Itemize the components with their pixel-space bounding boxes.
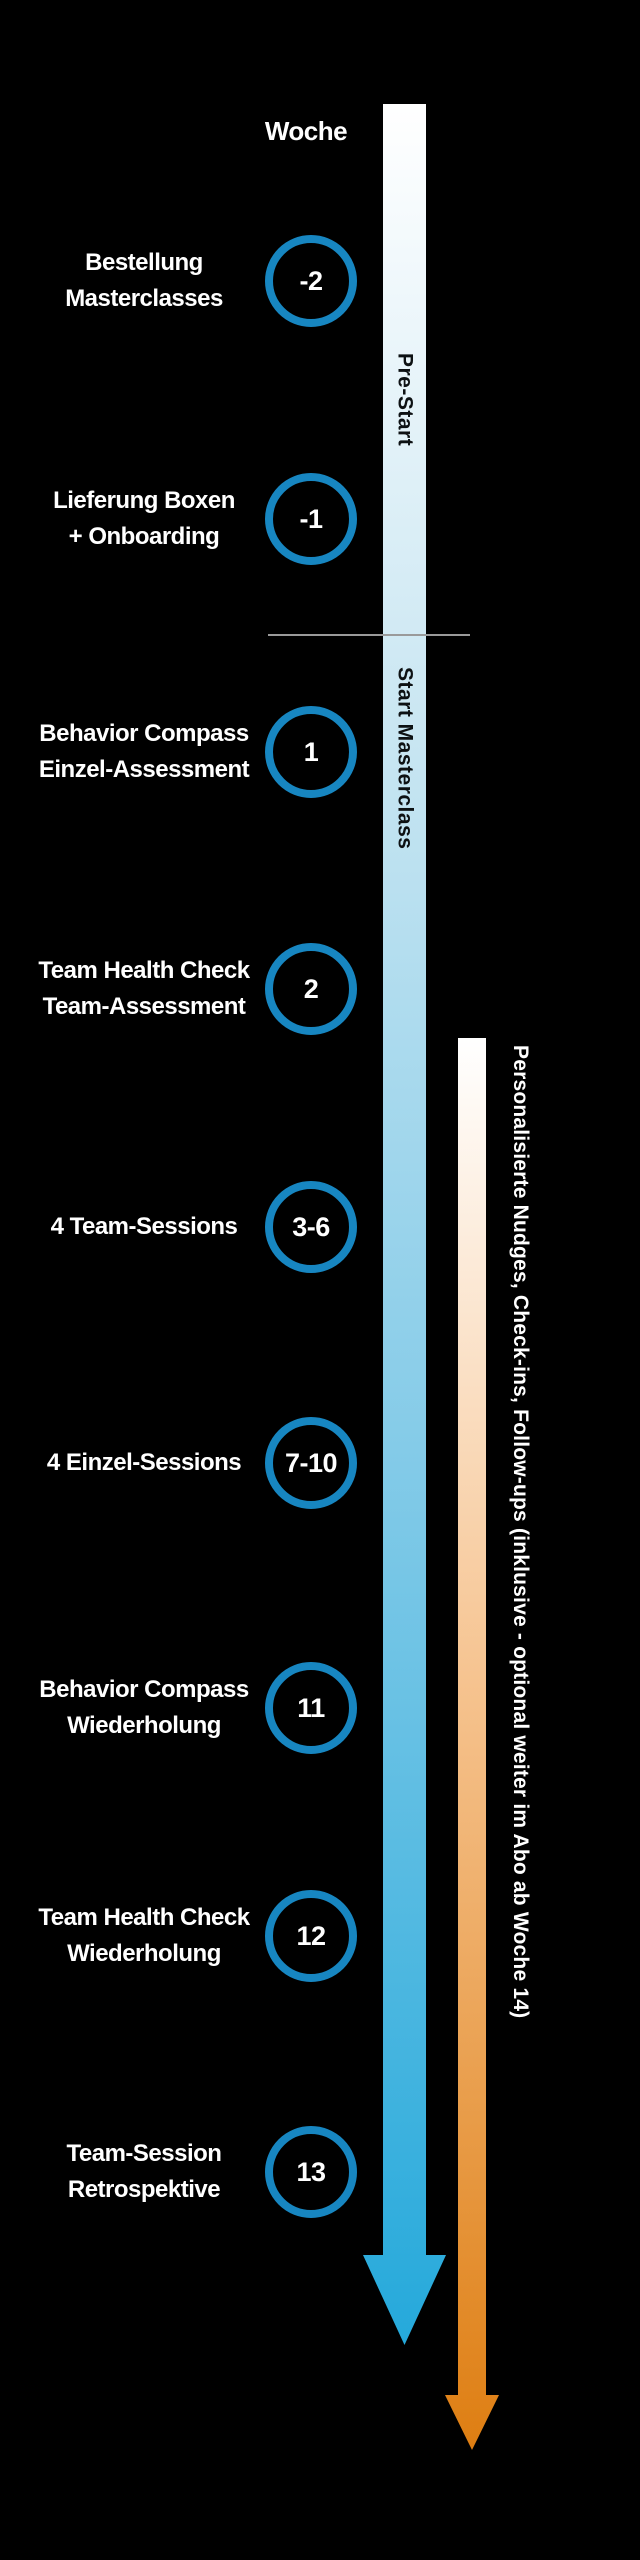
side-arrow-label: Personalisierte Nudges, Check-ins, Follo… [498, 1045, 542, 2018]
milestone-label: Bestellung Masterclasses [65, 249, 223, 312]
side-arrow-label-text: Personalisierte Nudges, Check-ins, Follo… [509, 1045, 532, 2019]
milestone-row: Team-Session Retrospektive 13 [0, 2126, 640, 2218]
milestone-label: Behavior Compass Einzel-Assessment [38, 720, 250, 783]
week-column-header: Woche [264, 116, 348, 146]
milestone-label: Team Health Check Wiederholung [38, 1904, 250, 1967]
week-number: 13 [296, 2156, 326, 2187]
start-masterclass-text: Start Masterclass [393, 667, 417, 850]
main-arrow-shape [363, 104, 446, 2345]
week-circle: 13 [265, 2126, 357, 2218]
milestone-row: Lieferung Boxen + Onboarding -1 [0, 473, 640, 565]
week-number: 2 [303, 973, 319, 1004]
week-circle: 3-6 [265, 1181, 357, 1273]
week-number: 1 [303, 736, 319, 767]
milestone-label: Behavior Compass Wiederholung [39, 1676, 249, 1739]
side-subscription-arrow [445, 1038, 499, 2450]
milestone-row: 4 Team-Sessions 3-6 [0, 1181, 640, 1273]
week-circle: 1 [265, 706, 357, 798]
week-circle: 11 [265, 1662, 357, 1754]
segment-label-pre-start: Pre-Start [383, 353, 426, 446]
milestone-row: Team Health Check Wiederholung 12 [0, 1890, 640, 1982]
pre-start-text: Pre-Start [393, 353, 417, 447]
week-number: -2 [299, 265, 323, 296]
milestone-row: Bestellung Masterclasses -2 [0, 235, 640, 327]
week-number: 11 [297, 1692, 325, 1723]
week-circle: 12 [265, 1890, 357, 1982]
milestone-label: Team Health Check Team-Assessment [38, 957, 250, 1020]
phase-separator-line [268, 634, 470, 636]
milestone-row: Behavior Compass Einzel-Assessment 1 [0, 706, 640, 798]
week-circle: -2 [265, 235, 357, 327]
week-circle: 7-10 [265, 1417, 357, 1509]
milestone-label: Team-Session Retrospektive [66, 2140, 222, 2203]
milestone-label: 4 Einzel-Sessions [46, 1449, 242, 1476]
week-circle: 2 [265, 943, 357, 1035]
week-number: 7-10 [284, 1447, 338, 1478]
week-number: 12 [296, 1920, 326, 1951]
milestone-row: Behavior Compass Wiederholung 11 [0, 1662, 640, 1754]
week-circle: -1 [265, 473, 357, 565]
milestone-label: Lieferung Boxen + Onboarding [53, 487, 235, 550]
milestone-row: 4 Einzel-Sessions 7-10 [0, 1417, 640, 1509]
milestone-label: 4 Team-Sessions [50, 1213, 238, 1240]
milestone-row: Team Health Check Team-Assessment 2 [0, 943, 640, 1035]
side-arrow-shape [445, 1038, 499, 2450]
week-number: -1 [299, 503, 323, 534]
week-number: 3-6 [292, 1211, 330, 1242]
segment-label-start-masterclass: Start Masterclass [383, 667, 426, 849]
main-timeline-arrow [363, 104, 446, 2345]
